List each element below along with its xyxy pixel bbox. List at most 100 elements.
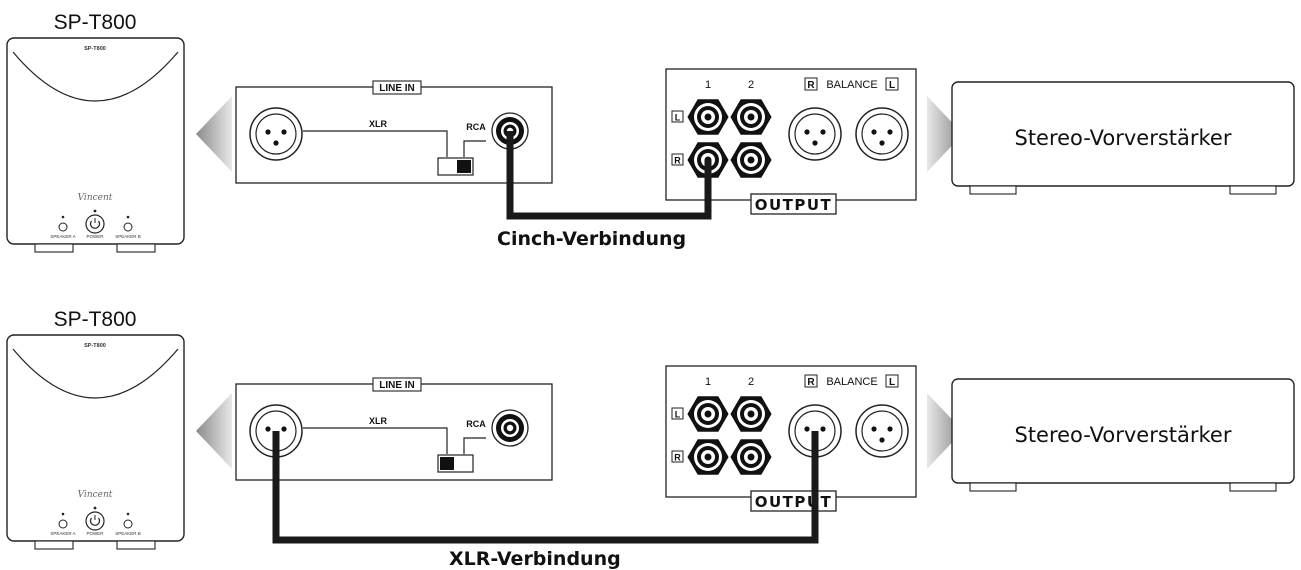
power-led	[93, 506, 97, 510]
line-in-panel: LINE IN XLR RCA	[235, 80, 553, 184]
output-label: OUTPUT	[755, 196, 833, 214]
speaker-b-caption: SPEAKER B	[115, 234, 141, 239]
rca-selector-line	[463, 437, 486, 454]
preamp-label: Stereo-Vorverstärker	[1014, 423, 1231, 447]
rca-col-2-label: 2	[748, 79, 754, 91]
speaker-b-button[interactable]	[123, 519, 133, 529]
rca-label: RCA	[466, 419, 486, 429]
preamp-body	[951, 81, 1295, 187]
rca-input-connector	[491, 409, 529, 447]
balance-l-box	[885, 77, 899, 91]
amp-model-label: SP-T800	[54, 308, 137, 331]
input-selector-knob[interactable]	[440, 457, 454, 470]
rca-row-r-label: R	[674, 453, 681, 463]
rca-row-l-label: L	[675, 410, 681, 420]
speaker-a-led	[61, 215, 65, 219]
connection-caption: XLR-Verbindung	[449, 548, 621, 570]
xlr-label: XLR	[369, 119, 388, 129]
arrow-right-icon	[927, 393, 963, 469]
xlr-out-l	[855, 404, 909, 458]
amp-panel-label: SP-T800	[84, 46, 106, 52]
output-label: OUTPUT	[755, 493, 833, 511]
rca-label: RCA	[466, 122, 486, 132]
line-in-title-box	[372, 80, 422, 95]
amp-top-curve	[12, 51, 179, 102]
balance-label: BALANCE	[826, 79, 877, 91]
power-led	[93, 209, 97, 213]
stereo-preamp: Stereo-Vorverstärker	[951, 378, 1295, 492]
output-label-box	[750, 193, 837, 215]
amp-foot-right	[116, 540, 156, 550]
line-in-title-box	[372, 377, 422, 392]
xlr-selector-line	[303, 130, 448, 157]
rca-col-2-label: 2	[748, 376, 754, 388]
preamp-label: Stereo-Vorverstärker	[1014, 126, 1231, 150]
xlr-input-connector	[249, 107, 303, 161]
balance-r-label: R	[807, 80, 815, 91]
rca-row-l-label-box	[671, 110, 684, 123]
arrow-left-icon	[196, 393, 232, 469]
power-icon	[89, 220, 101, 229]
speaker-a-caption: SPEAKER A	[50, 234, 75, 239]
amp-body	[6, 37, 185, 245]
amp-panel-label: SP-T800	[84, 343, 106, 349]
amp-foot-left	[34, 540, 74, 550]
power-button[interactable]	[85, 511, 105, 531]
balance-r-box	[804, 77, 818, 91]
balance-l-box	[885, 374, 899, 388]
preamp-foot-left	[969, 185, 1017, 195]
input-selector-knob[interactable]	[457, 160, 471, 173]
rca-selector-line	[463, 140, 486, 157]
xlr-label: XLR	[369, 416, 388, 426]
power-caption: POWER	[86, 234, 104, 239]
speaker-b-led	[126, 512, 130, 516]
stereo-preamp: Stereo-Vorverstärker	[951, 81, 1295, 195]
amp-foot-left	[34, 243, 74, 253]
rca-row-r-label: R	[674, 156, 681, 166]
arrow-right-icon	[927, 96, 963, 172]
rca-row-r-label-box	[671, 450, 684, 463]
preamp-foot-right	[1229, 185, 1277, 195]
balance-r-box	[804, 374, 818, 388]
speaker-a-caption: SPEAKER A	[50, 531, 75, 536]
amp-brand-logo: Vincent	[78, 193, 113, 203]
signal-cable	[272, 431, 819, 544]
speaker-a-button[interactable]	[58, 519, 68, 529]
rca-row-r-label-box	[671, 153, 684, 166]
amp-top-curve	[12, 348, 179, 399]
line-in-panel: LINE IN XLR RCA	[235, 377, 553, 481]
speaker-a-led	[61, 512, 65, 516]
arrow-left-icon	[196, 96, 232, 172]
rca-row-l-label: L	[675, 113, 681, 123]
speaker-a-button[interactable]	[58, 222, 68, 232]
power-button[interactable]	[85, 214, 105, 234]
line-in-title: LINE IN	[379, 380, 415, 391]
balance-r-label: R	[807, 377, 815, 388]
preamp-foot-right	[1229, 482, 1277, 492]
balance-l-label: L	[889, 80, 895, 91]
xlr-selector-line	[303, 427, 448, 454]
balance-label: BALANCE	[826, 376, 877, 388]
preamp-body	[951, 378, 1295, 484]
power-caption: POWER	[86, 531, 104, 536]
line-in-title: LINE IN	[379, 83, 415, 94]
rca-col-1-label: 1	[705, 376, 711, 388]
signal-cable	[506, 131, 712, 220]
power-icon	[89, 517, 101, 526]
speaker-b-button[interactable]	[123, 222, 133, 232]
speaker-b-caption: SPEAKER B	[115, 531, 141, 536]
amp-model-label: SP-T800	[54, 11, 137, 34]
preamp-foot-left	[969, 482, 1017, 492]
xlr-out-r	[788, 107, 842, 161]
amp-foot-right	[116, 243, 156, 253]
xlr-out-l	[855, 107, 909, 161]
